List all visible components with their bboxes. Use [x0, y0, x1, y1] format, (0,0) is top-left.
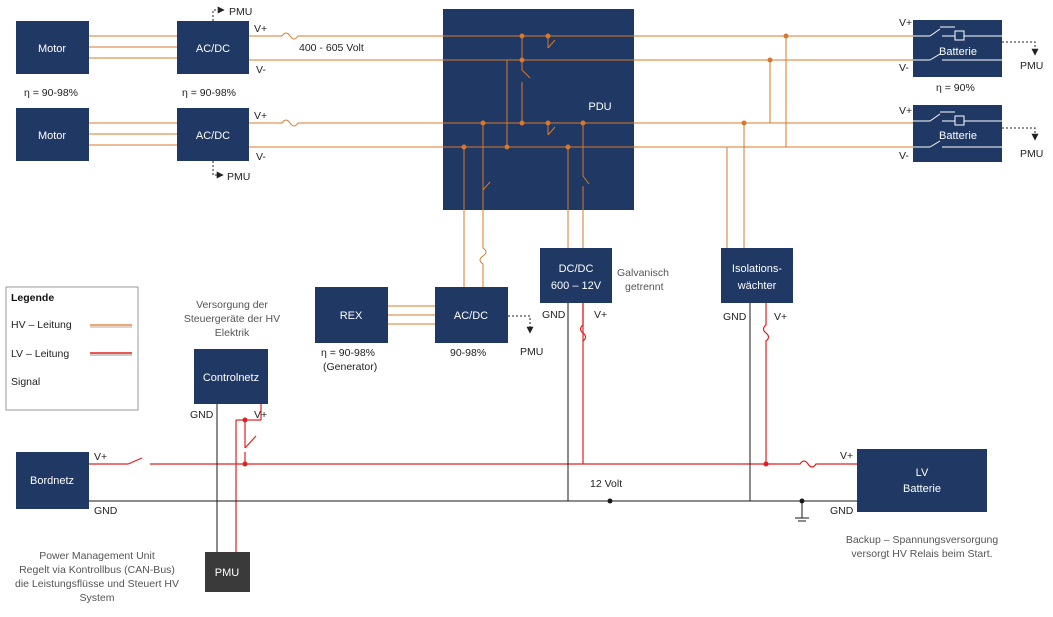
- battery-1-label: Batterie: [939, 46, 977, 58]
- legend: Legende HV – Leitung LV – Leitung Signal: [5, 286, 139, 411]
- pmu-note-3: die Leistungsflüsse und Steuert HV: [15, 578, 179, 590]
- gnd-lines: [89, 303, 857, 552]
- pmu-note-1: Power Management Unit: [39, 550, 155, 562]
- eta-rex-label-1: η = 90-98%: [321, 347, 375, 359]
- battery-2-label: Batterie: [939, 130, 977, 142]
- pmu-label: PMU: [215, 567, 240, 579]
- bordnetz-gnd-label: GND: [94, 505, 118, 517]
- motor-1-label: Motor: [38, 43, 66, 55]
- pmu-note-2: Regelt via Kontrollbus (CAN-Bus): [19, 564, 175, 576]
- dcdc-gnd-label: GND: [542, 309, 566, 321]
- vplus-label-3: V+: [899, 17, 912, 29]
- pmu-signal-label-2: PMU: [227, 171, 250, 183]
- legend-lv-label: LV – Leitung: [11, 348, 69, 360]
- acdc-2-label: AC/DC: [196, 130, 230, 142]
- bordnetz-vplus-label: V+: [94, 451, 107, 463]
- legend-signal-label: Signal: [11, 376, 40, 388]
- motor-2-block: Motor: [16, 108, 89, 161]
- dcdc-label-1: DC/DC: [559, 263, 594, 275]
- dcdc-block: DC/DC 600 – 12V: [540, 248, 612, 303]
- versorgung-label-2: Steuergeräte der HV: [184, 313, 280, 325]
- lv-lines: [89, 303, 857, 552]
- acdc-1-label: AC/DC: [196, 43, 230, 55]
- iso-label-2: wächter: [737, 280, 777, 292]
- motor-2-label: Motor: [38, 130, 66, 142]
- pmu-signal-label-3: PMU: [1020, 60, 1043, 72]
- acdc-1-block: AC/DC: [177, 21, 249, 74]
- legend-title: Legende: [11, 292, 54, 304]
- battery-2-block: Batterie: [913, 105, 1002, 162]
- vminus-label-4: V-: [899, 150, 909, 162]
- iso-label-1: Isolations-: [732, 263, 782, 275]
- backup-note-1: Backup – Spannungsversorgung: [846, 534, 999, 546]
- acdc-2-block: AC/DC: [177, 108, 249, 161]
- legend-hv-label: HV – Leitung: [11, 319, 72, 331]
- galvanic-label-1: Galvanisch: [617, 267, 669, 279]
- bordnetz-label: Bordnetz: [30, 475, 74, 487]
- dcdc-vplus-label: V+: [594, 309, 607, 321]
- eta-acdc-label: η = 90-98%: [182, 87, 236, 99]
- backup-note-2: versorgt HV Relais beim Start.: [851, 548, 992, 560]
- bordnetz-block: Bordnetz: [16, 452, 89, 509]
- lv-battery-label-2: Batterie: [903, 483, 941, 495]
- pmu-signal-label-5: PMU: [520, 346, 543, 358]
- isolation-monitor-block: Isolations- wächter: [721, 248, 793, 303]
- rex-block: REX: [315, 287, 388, 343]
- hv-voltage-label: 400 - 605 Volt: [299, 42, 364, 54]
- versorgung-label-3: Elektrik: [215, 327, 250, 339]
- controlnetz-vplus-label: V+: [254, 409, 267, 421]
- vminus-label-1: V-: [256, 64, 266, 76]
- vplus-label-1: V+: [254, 23, 267, 35]
- versorgung-label-1: Versorgung der: [196, 299, 268, 311]
- pmu-block: PMU: [205, 552, 250, 592]
- pdu-block: PDU: [443, 9, 634, 210]
- acdc-3-label: AC/DC: [454, 310, 488, 322]
- iso-vplus-label: V+: [774, 311, 787, 323]
- gnd-junctions: [607, 498, 805, 504]
- rex-label: REX: [340, 310, 363, 322]
- lv-junctions: [242, 417, 769, 467]
- lvbatt-vplus-label: V+: [840, 450, 853, 462]
- vminus-label-3: V-: [899, 62, 909, 74]
- controlnetz-gnd-label: GND: [190, 409, 214, 421]
- battery-1-block: Batterie: [913, 20, 1002, 77]
- pdu-label: PDU: [588, 101, 611, 113]
- lv-voltage-label: 12 Volt: [590, 478, 622, 490]
- hv-lines: [89, 32, 913, 325]
- vplus-label-2: V+: [254, 110, 267, 122]
- galvanic-label-2: getrennt: [625, 281, 664, 293]
- eta-rex-label-2: (Generator): [323, 361, 377, 373]
- lv-battery-block: LV Batterie: [857, 449, 987, 512]
- dcdc-label-2: 600 – 12V: [551, 280, 602, 292]
- acdc3-eff-label: 90-98%: [450, 347, 486, 359]
- controlnetz-label: Controlnetz: [203, 372, 259, 384]
- motor-1-block: Motor: [16, 21, 89, 74]
- acdc-3-block: AC/DC: [435, 287, 508, 343]
- lvbatt-gnd-label: GND: [830, 505, 854, 517]
- eta-motor-label: η = 90-98%: [24, 87, 78, 99]
- lv-battery-label-1: LV: [916, 467, 929, 479]
- controlnetz-block: Controlnetz: [194, 349, 268, 404]
- vminus-label-2: V-: [256, 151, 266, 163]
- eta-battery-label: η = 90%: [936, 82, 975, 94]
- iso-gnd-label: GND: [723, 311, 747, 323]
- pmu-signal-label-1: PMU: [229, 6, 252, 18]
- pmu-note-4: System: [79, 592, 114, 604]
- pmu-signal-label-4: PMU: [1020, 148, 1043, 160]
- vplus-label-4: V+: [899, 105, 912, 117]
- hv-junctions: [461, 33, 789, 150]
